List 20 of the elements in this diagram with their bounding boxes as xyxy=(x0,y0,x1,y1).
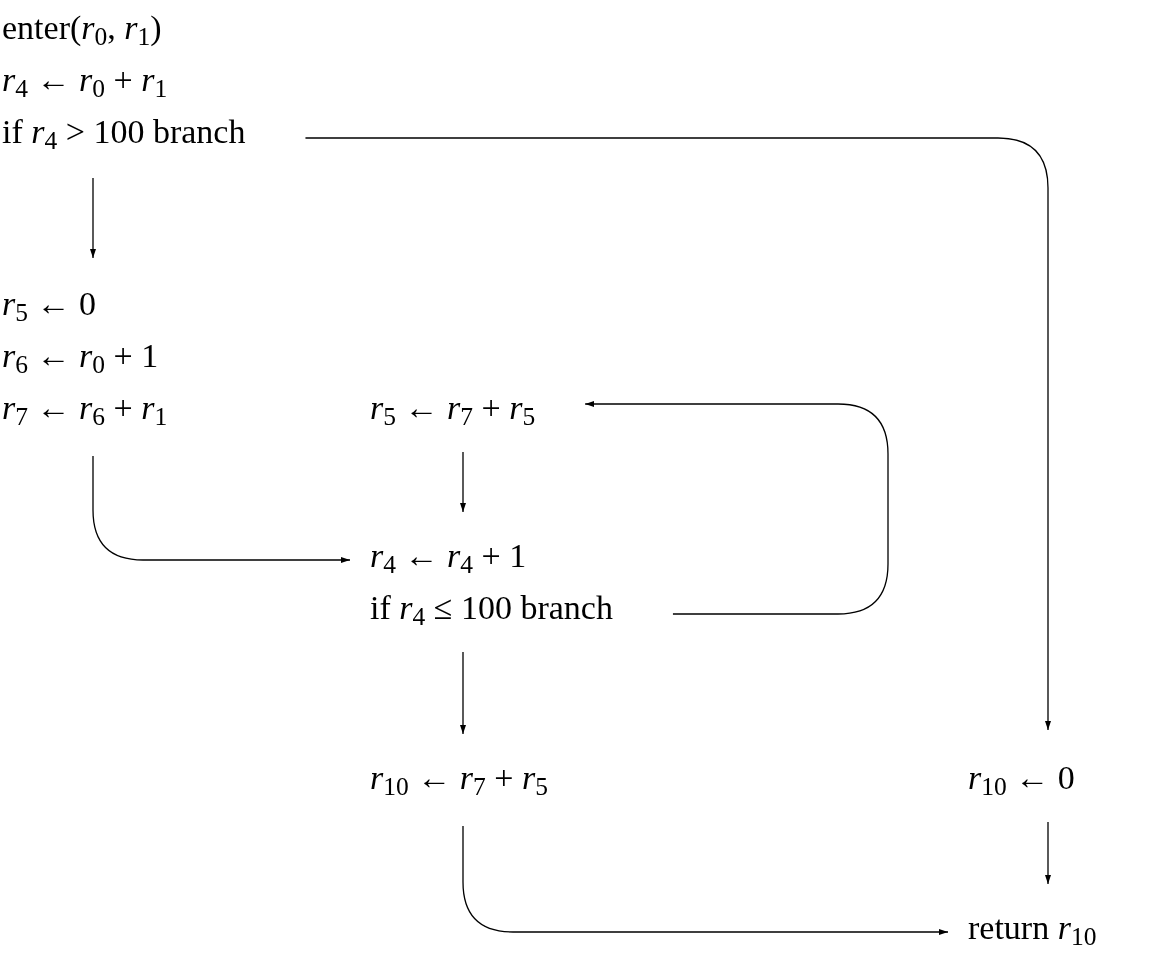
arrow xyxy=(304,137,1051,731)
arrow xyxy=(584,401,889,615)
code-line: r$_{7}$ ← r$_{6}$ + r$_{1}$ xyxy=(2,388,168,434)
code-line: r$_{6}$ ← r$_{0}$ + 1 xyxy=(2,336,160,382)
arrow xyxy=(1045,821,1051,885)
code-line: r$_{5}$ ← r$_{7}$ + r$_{5}$ xyxy=(370,388,536,434)
code-line: return r$_{10}$ xyxy=(968,908,1097,953)
code-line: if r$_{4}$ ≤ 100 branch xyxy=(370,588,613,634)
code-line: enter(r$_{0}$, r$_{1}$) xyxy=(2,8,163,54)
arrow xyxy=(460,651,466,735)
arrow xyxy=(90,177,96,259)
code-line: if r$_{4}$ > 100 branch xyxy=(2,112,246,158)
arrow xyxy=(460,451,466,513)
arrow xyxy=(92,455,351,563)
code-line: r$_{4}$ ← r$_{0}$ + r$_{1}$ xyxy=(2,60,169,106)
code-line: r$_{10}$ ← r$_{7}$ + r$_{5}$ xyxy=(370,758,548,804)
code-line: r$_{5}$ ← 0 xyxy=(2,284,97,330)
code-line: r$_{10}$ ← 0 xyxy=(968,758,1075,804)
arrow xyxy=(462,825,949,935)
code-line: r$_{4}$ ← r$_{4}$ + 1 xyxy=(370,536,528,582)
